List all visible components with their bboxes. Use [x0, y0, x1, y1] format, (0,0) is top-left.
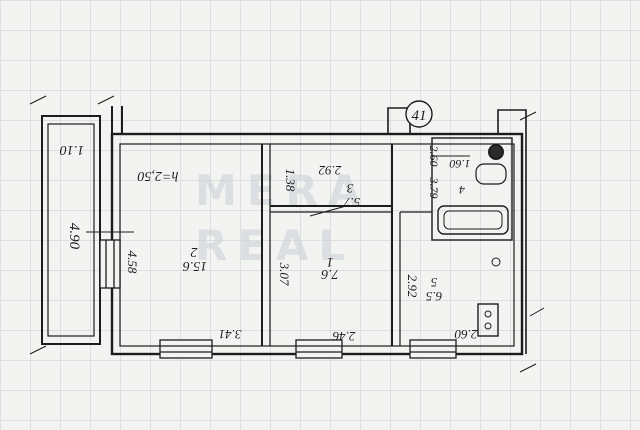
section-marker: 41: [405, 100, 433, 128]
room-2-length-label: 4.58: [125, 251, 140, 274]
room-4-number: 4: [459, 183, 465, 197]
washbasin: [475, 163, 507, 185]
hall-width-label: 2.92: [318, 163, 341, 178]
ceiling-height-label: h=2,50: [138, 168, 179, 183]
room-labels: 1.10 4.90 h=2,50 2 15.6 4.58 3.41 2.92 1…: [60, 142, 478, 344]
stove: [477, 303, 499, 337]
kitchen-width-label: 2.60: [454, 327, 477, 342]
section-number: 41: [412, 108, 427, 124]
room-1-area: 7.6: [321, 266, 339, 281]
balcony-length-label: 4.90: [66, 223, 82, 250]
dimension-marks: [29, 95, 545, 373]
room-4-area: 3.79: [427, 177, 441, 199]
kitchen-length-label: 2.92: [405, 275, 420, 298]
room-3-area: 5.7: [343, 195, 360, 210]
hall-depth-label: 1.38: [283, 169, 298, 192]
room-2-width-label: 3.41: [219, 327, 243, 342]
room-2-number: 2: [191, 244, 198, 259]
room-5-number: 5: [430, 275, 437, 290]
toilet: [488, 144, 504, 160]
kitchen-sink: [491, 257, 501, 267]
windows: [99, 239, 457, 359]
room-2-area: 15.6: [183, 258, 208, 273]
bath-depth-label: 2.60: [427, 146, 441, 167]
balcony-width-label: 1.10: [60, 142, 85, 157]
bathroom-outline: [431, 137, 513, 241]
room-3-number: 3: [346, 181, 354, 196]
room-1-length-label: 3.07: [277, 262, 292, 286]
bath-width-label: 1.60: [450, 157, 471, 171]
room-5-area: 6.5: [425, 289, 442, 304]
room-1-width-label: 2.46: [332, 329, 355, 344]
room-1-number: 1: [327, 254, 334, 269]
balcony-outline: [41, 115, 101, 345]
bathtub: [437, 205, 509, 235]
